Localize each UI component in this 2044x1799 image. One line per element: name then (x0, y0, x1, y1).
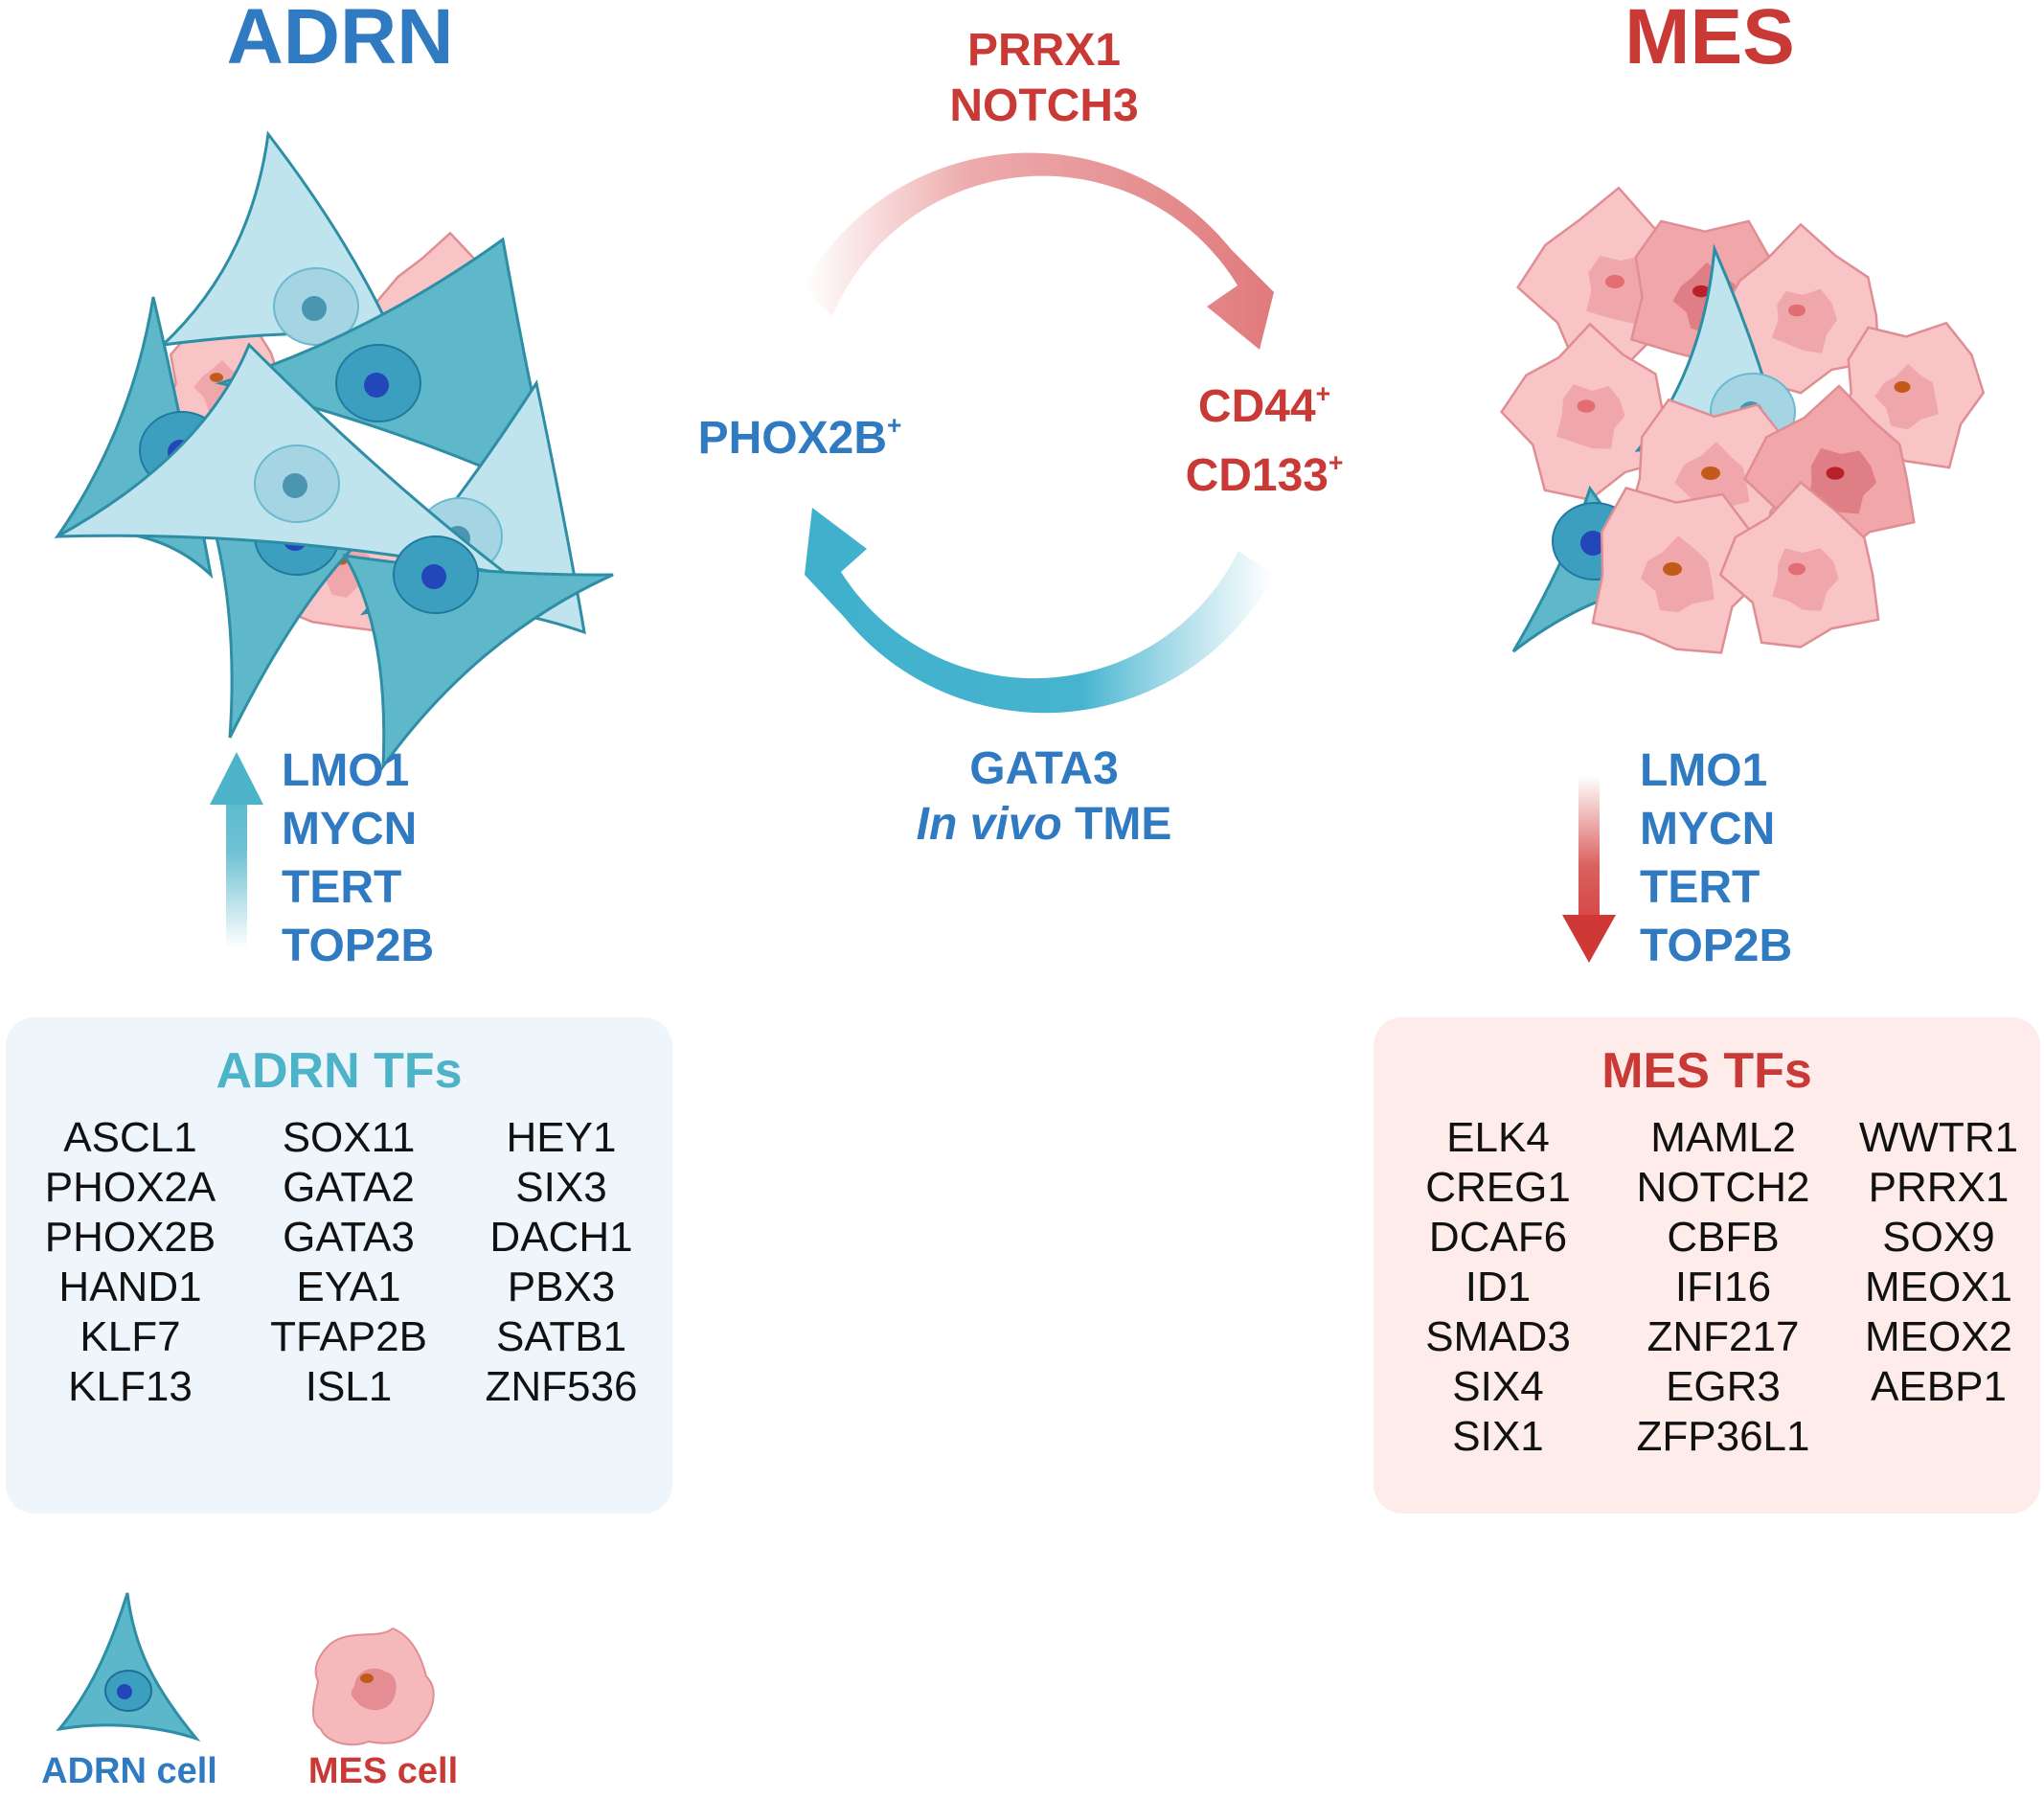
tf-item: NOTCH2 (1636, 1164, 1810, 1211)
tf-item: ASCL1 (63, 1114, 197, 1161)
top-labels: PRRX1 NOTCH3 (852, 23, 1236, 134)
mes-downregulated-genes: LMO1 MYCN TERT TOP2B (1640, 741, 1792, 975)
tf-item: PBX3 (507, 1264, 616, 1310)
tf-item: EYA1 (296, 1264, 401, 1310)
tf-item: EGR3 (1666, 1363, 1781, 1410)
marker-cd44: CD44+ (1197, 379, 1331, 432)
legend-adrn-cell-icon (56, 1592, 201, 1742)
mes-tf-title: MES TFs (1601, 1043, 1812, 1099)
gene-item: LMO1 (1640, 745, 1768, 796)
tf-item: SATB1 (495, 1313, 627, 1360)
tf-item: ZNF217 (1647, 1313, 1800, 1360)
tf-item: SIX4 (1452, 1363, 1544, 1410)
bottom-label-gata3: GATA3 (969, 743, 1119, 794)
top-label-notch3: NOTCH3 (949, 80, 1139, 131)
tf-item: HAND1 (58, 1264, 202, 1310)
tf-item: PHOX2A (44, 1164, 216, 1211)
tf-item: KLF13 (68, 1363, 193, 1410)
tf-item: AEBP1 (1871, 1363, 2007, 1410)
adrn-cell-cluster-illustration (54, 130, 614, 771)
mes-title: MES (1624, 0, 1795, 80)
adrn-upregulated-genes: LMO1 MYCN TERT TOP2B (282, 741, 434, 975)
tf-item: CBFB (1667, 1214, 1780, 1261)
tf-item: GATA2 (283, 1164, 415, 1211)
tf-item: SOX9 (1882, 1214, 1995, 1261)
tf-item: ZFP36L1 (1636, 1413, 1810, 1460)
tf-item: IFI16 (1674, 1264, 1772, 1310)
adrn-cell-shape (158, 130, 396, 348)
tf-item: PRRX1 (1868, 1164, 2010, 1211)
adrn-tf-column-1: ASCL1 PHOX2A PHOX2B HAND1 KLF7 KLF13 (25, 1113, 236, 1412)
gene-item: LMO1 (282, 745, 410, 796)
legend-mes-cell-label: MES cell (307, 1751, 459, 1791)
adrn-tf-box: ADRN TFs ASCL1 PHOX2A PHOX2B HAND1 KLF7 … (6, 1017, 672, 1514)
down-arrow (1562, 776, 1616, 963)
red-arc-arrow (803, 152, 1274, 350)
bottom-labels: GATA3 In vivo TME (852, 741, 1236, 853)
tf-item: DACH1 (489, 1214, 633, 1261)
mes-cell-cluster-illustration (1500, 186, 1986, 654)
tf-item: DCAF6 (1428, 1214, 1568, 1261)
mes-tf-box: MES TFs ELK4 CREG1 DCAF6 ID1 SMAD3 SIX4 … (1374, 1017, 2040, 1514)
tf-item: SIX3 (515, 1164, 607, 1211)
left-label-phox2b: PHOX2B+ (697, 411, 902, 464)
mes-cell-shape (1718, 480, 1880, 649)
tf-item: CREG1 (1425, 1164, 1571, 1211)
tf-item: ELK4 (1446, 1114, 1550, 1161)
tf-item: SMAD3 (1425, 1313, 1571, 1360)
mes-tf-column-1: ELK4 CREG1 DCAF6 ID1 SMAD3 SIX4 SIX1 (1393, 1113, 1603, 1462)
adrn-title: ADRN (226, 0, 454, 80)
legend-adrn-cell-label: ADRN cell (41, 1751, 217, 1791)
mes-tf-column-3: WWTR1 PRRX1 SOX9 MEOX1 MEOX2 AEBP1 (1843, 1113, 2034, 1412)
gene-item: MYCN (282, 804, 418, 854)
gene-item: TOP2B (282, 921, 435, 971)
top-label-prrx1: PRRX1 (966, 25, 1122, 76)
adrn-tf-title: ADRN TFs (216, 1043, 463, 1099)
tf-item: SIX1 (1452, 1413, 1544, 1460)
tf-item: KLF7 (79, 1313, 181, 1360)
tf-item: ID1 (1465, 1264, 1532, 1310)
mes-cell-shape (1500, 322, 1673, 502)
tf-item: SOX11 (282, 1114, 416, 1161)
tf-item: ZNF536 (485, 1363, 638, 1410)
gene-item: TOP2B (1640, 921, 1793, 971)
tf-item: MAML2 (1650, 1114, 1796, 1161)
adrn-tf-column-2: SOX11 GATA2 GATA3 EYA1 TFAP2B ISL1 (243, 1113, 454, 1412)
gene-item: MYCN (1640, 804, 1776, 854)
tf-item: ISL1 (305, 1363, 393, 1410)
mes-cell-shape (1591, 486, 1767, 654)
gene-item: TERT (1640, 862, 1760, 913)
mes-cell-shape (1717, 222, 1880, 395)
adrn-tf-column-3: HEY1 SIX3 DACH1 PBX3 SATB1 ZNF536 (456, 1113, 667, 1412)
adrn-cell-shape (57, 342, 509, 577)
marker-cd133: CD133+ (1185, 447, 1344, 501)
tf-item: MEOX2 (1864, 1313, 2013, 1360)
bottom-label-tme: In vivo TME (916, 799, 1172, 850)
blue-arc-arrow (805, 508, 1274, 714)
mes-tf-column-2: MAML2 NOTCH2 CBFB IFI16 ZNF217 EGR3 ZFP3… (1613, 1113, 1833, 1462)
tf-item: PHOX2B (44, 1214, 216, 1261)
legend-mes-cell-icon (311, 1627, 435, 1746)
cycle-arrows (803, 152, 1274, 714)
tf-item: HEY1 (506, 1114, 617, 1161)
tf-item: GATA3 (283, 1214, 415, 1261)
tf-item: WWTR1 (1858, 1114, 2019, 1161)
tf-item: MEOX1 (1864, 1264, 2013, 1310)
adrn-cell-shape (342, 535, 614, 771)
gene-item: TERT (282, 862, 402, 913)
right-labels: CD44+ CD133+ (1135, 366, 1394, 504)
tf-item: TFAP2B (270, 1313, 427, 1360)
up-arrow (210, 752, 263, 953)
